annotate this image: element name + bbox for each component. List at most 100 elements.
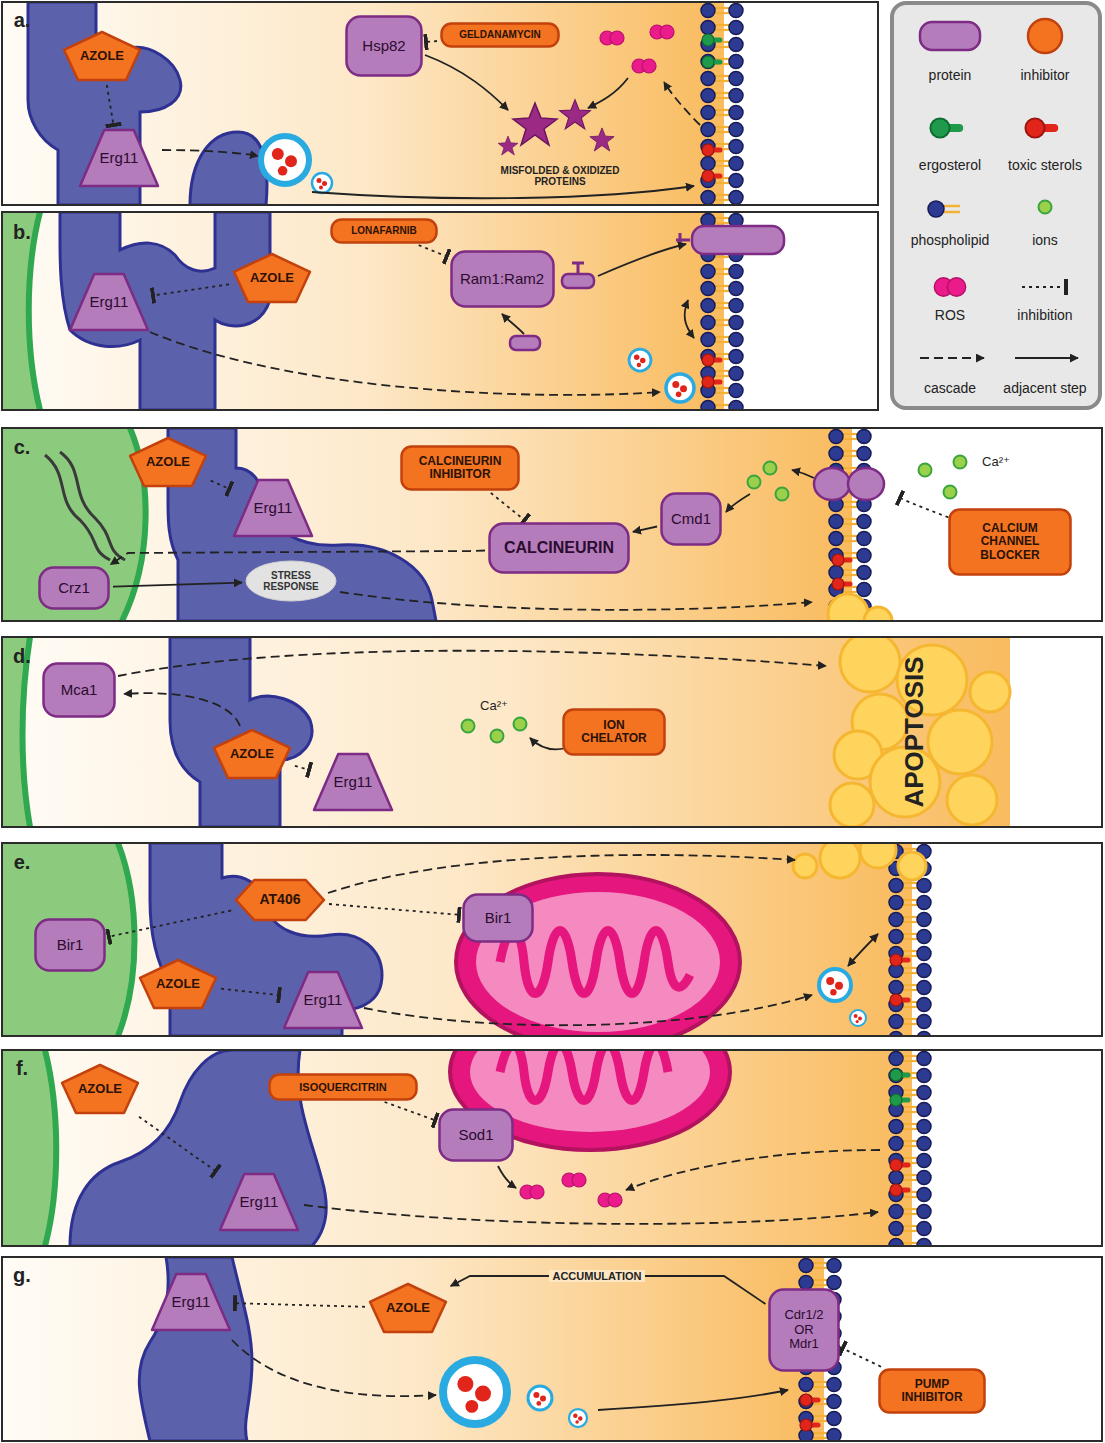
illustration-path — [139, 1257, 252, 1441]
node-text: Bir1 — [57, 937, 84, 954]
illustration-path — [500, 931, 690, 994]
inhibition-connector — [843, 1348, 881, 1366]
illustration-circle — [830, 783, 874, 827]
legend-text: adjacent step — [1003, 380, 1086, 396]
panel-letter: f. — [16, 1057, 28, 1080]
node-text: CALCINEURIN INHIBITOR — [408, 455, 512, 482]
node-outline — [370, 1284, 446, 1332]
illustration-path — [598, 1390, 788, 1410]
illustration-g — [700, 2, 744, 205]
panel-letter: d. — [13, 645, 31, 668]
illustration-g — [828, 428, 872, 621]
node-text: CALCIUM CHANNEL BLOCKER — [956, 522, 1064, 562]
inhibition-connector — [235, 1303, 365, 1307]
illustration-path — [572, 263, 584, 274]
illustration-rect — [2, 1257, 824, 1441]
node-outline — [236, 880, 324, 920]
illustration-path — [2, 428, 146, 621]
illustration-rect — [2, 1257, 1102, 1441]
illustration-g — [2, 1050, 1102, 1246]
illustration-path — [168, 428, 436, 621]
illustration-rect — [510, 336, 540, 350]
illustration-path — [340, 592, 812, 610]
ion-chelator: ION CHELATOR — [562, 708, 666, 756]
illustration-rect — [2, 212, 878, 410]
inhibition-connector — [426, 41, 437, 42]
edge-label: ACCUMULATION — [549, 1270, 644, 1283]
illustration-use — [629, 349, 651, 371]
ion-label: Ca²⁺ — [982, 455, 1010, 470]
illustration-use — [520, 1185, 544, 1199]
illustration-use — [702, 144, 720, 156]
node-text: Bir1 — [485, 910, 512, 927]
illustration-path — [328, 855, 795, 893]
node-text: STRESS RESPONSE — [259, 570, 323, 592]
node-outline — [347, 17, 422, 76]
illustration-g — [2, 428, 1102, 621]
illustration-path — [118, 843, 135, 1036]
inhibition-connector — [107, 85, 114, 125]
node-outline — [880, 1370, 985, 1413]
illustration-use — [498, 136, 518, 155]
node-outline — [950, 510, 1071, 575]
illustration-use — [702, 376, 720, 388]
illustration-rect — [2, 843, 912, 1036]
illustration-use — [702, 56, 720, 68]
node-text: AZOLE — [80, 49, 124, 64]
illustration-rect — [562, 274, 594, 288]
node-text: Erg11 — [100, 150, 139, 167]
illustration-use — [562, 1173, 586, 1187]
illustration-use — [832, 578, 850, 590]
illustration-use — [890, 954, 908, 966]
erg11-protein: Erg11 — [150, 1272, 232, 1332]
illustration-rect — [842, 1257, 1102, 1441]
illustration-use — [560, 100, 591, 129]
inhibition-connector — [109, 911, 231, 937]
illustration-circle — [793, 854, 817, 878]
illustration-use — [776, 488, 789, 501]
node-text: AZOLE — [156, 977, 200, 992]
node-text: AZOLE — [146, 455, 190, 470]
illustration-path — [530, 738, 566, 749]
bir1-protein: Bir1 — [34, 918, 106, 972]
illustration-rect — [888, 843, 932, 1036]
erg11-protein: Erg11 — [68, 272, 150, 332]
illustration-circle — [864, 607, 892, 621]
node-text: AZOLE — [386, 1301, 430, 1316]
inhibition-connector — [419, 245, 447, 256]
illustration-path — [190, 132, 267, 205]
node-outline — [64, 32, 140, 80]
node-outline — [70, 274, 148, 330]
node-text: Erg11 — [334, 774, 373, 791]
inhibition-connector — [153, 284, 229, 295]
node-outline — [314, 754, 392, 810]
illustration-use — [819, 969, 851, 1001]
illustration-path — [920, 357, 984, 359]
node-outline — [770, 1290, 839, 1371]
azole-inhibitor: AZOLE — [60, 1063, 140, 1115]
node-text: Mca1 — [61, 682, 98, 699]
azole-inhibitor: AZOLE — [128, 436, 208, 488]
node-outline — [440, 1110, 513, 1161]
inhibition-connector — [139, 1117, 216, 1171]
illustration-rect — [2, 428, 1102, 621]
illustration-path — [502, 314, 524, 334]
illustration-path — [498, 1166, 516, 1188]
illustration-circle — [898, 852, 926, 880]
illustration-use — [312, 173, 332, 193]
node-outline — [140, 960, 216, 1008]
illustration-path — [162, 150, 258, 156]
calcineurin-inhibitor: CALCINEURIN INHIBITOR — [400, 445, 520, 491]
azole-inhibitor: AZOLE — [62, 30, 142, 82]
node-text: Ram1:Ram2 — [460, 271, 544, 288]
node-outline — [662, 494, 721, 545]
illustration-path — [1015, 357, 1078, 359]
illustration-path — [2, 637, 30, 827]
illustration-use — [800, 1394, 818, 1406]
node-outline — [442, 24, 559, 47]
illustration-path — [848, 934, 878, 966]
node-outline — [44, 664, 115, 717]
illustration-g — [2, 843, 1102, 1036]
lonafarnib-inhibitor: LONAFARNIB — [330, 218, 438, 244]
